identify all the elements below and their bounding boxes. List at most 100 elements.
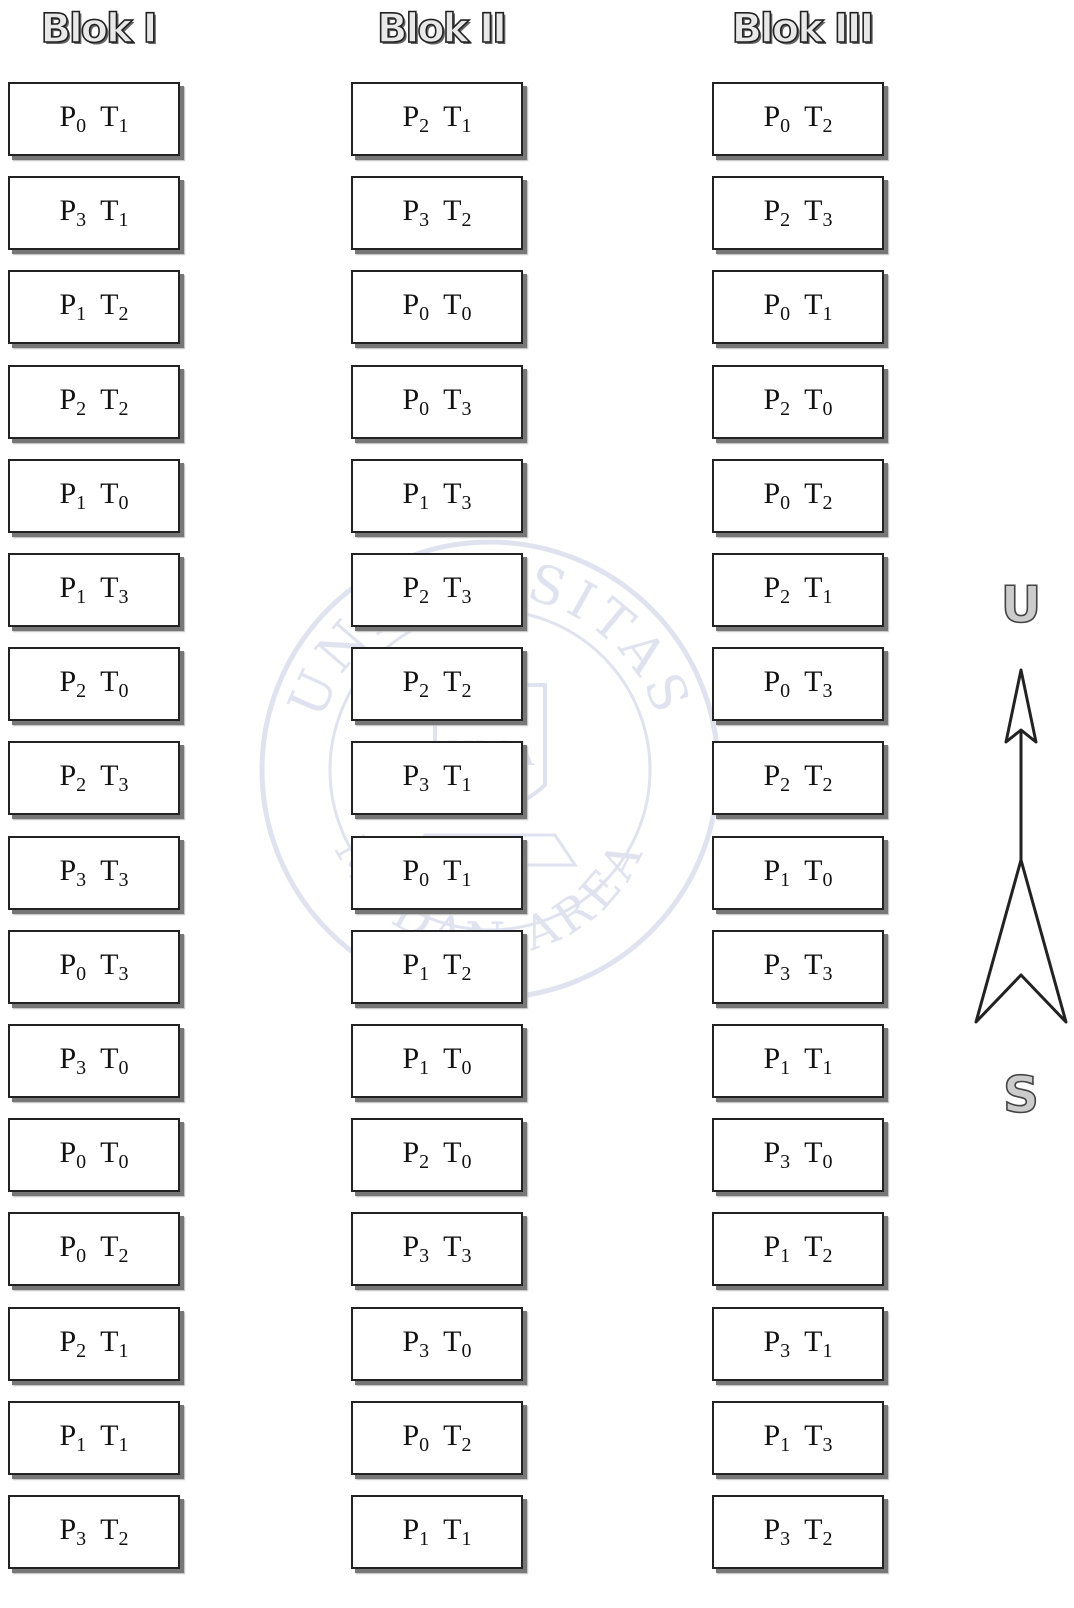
p-index: 1 xyxy=(76,303,87,325)
treatment-t-label: T3 xyxy=(443,571,472,608)
treatment-p-label: P3 xyxy=(763,1325,791,1362)
p-index: 2 xyxy=(780,586,791,608)
t-index: 0 xyxy=(118,680,129,702)
t-index: 3 xyxy=(118,963,129,985)
t-index: 3 xyxy=(822,1434,833,1456)
treatment-t-label: T0 xyxy=(100,1136,129,1173)
p-index: 2 xyxy=(780,774,791,796)
t-index: 2 xyxy=(461,209,472,231)
treatment-p-label: P0 xyxy=(59,948,87,985)
treatment-p-label: P3 xyxy=(59,854,87,891)
treatment-p-label: P2 xyxy=(59,665,87,702)
treatment-p-label: P3 xyxy=(59,1042,87,1079)
t-index: 0 xyxy=(461,1340,472,1362)
treatment-t-label: T3 xyxy=(443,1230,472,1267)
t-index: 3 xyxy=(118,774,129,796)
treatment-p-label: P3 xyxy=(59,194,87,231)
t-index: 2 xyxy=(461,1434,472,1456)
t-index: 1 xyxy=(461,1528,472,1550)
p-index: 3 xyxy=(780,963,791,985)
p-index: 1 xyxy=(419,492,430,514)
treatment-t-label: T0 xyxy=(100,665,129,702)
treatment-t-label: T2 xyxy=(804,477,833,514)
treatment-t-label: T1 xyxy=(804,571,833,608)
treatment-p-label: P0 xyxy=(402,383,430,420)
p-index: 2 xyxy=(76,1340,87,1362)
plot-cell: P3 T1 xyxy=(351,741,523,815)
p-index: 1 xyxy=(780,869,791,891)
p-index: 3 xyxy=(419,774,430,796)
treatment-p-label: P3 xyxy=(402,759,430,796)
treatment-p-label: P1 xyxy=(59,477,87,514)
t-index: 2 xyxy=(118,1528,129,1550)
plot-cell: P2 T0 xyxy=(8,647,180,721)
p-index: 2 xyxy=(419,680,430,702)
p-index: 0 xyxy=(419,869,430,891)
t-index: 1 xyxy=(461,869,472,891)
treatment-t-label: T2 xyxy=(100,1513,129,1550)
treatment-p-label: P0 xyxy=(402,288,430,325)
p-index: 2 xyxy=(780,209,791,231)
treatment-t-label: T1 xyxy=(100,1325,129,1362)
treatment-p-label: P2 xyxy=(763,571,791,608)
treatment-p-label: P3 xyxy=(763,948,791,985)
t-index: 2 xyxy=(118,398,129,420)
t-index: 3 xyxy=(118,586,129,608)
north-arrow: U S xyxy=(974,575,1068,1125)
t-index: 0 xyxy=(822,869,833,891)
t-index: 3 xyxy=(461,492,472,514)
p-index: 3 xyxy=(76,869,87,891)
treatment-t-label: T3 xyxy=(804,665,833,702)
treatment-t-label: T2 xyxy=(100,288,129,325)
p-index: 3 xyxy=(419,1245,430,1267)
treatment-t-label: T0 xyxy=(443,1325,472,1362)
treatment-p-label: P0 xyxy=(763,288,791,325)
treatment-p-label: P2 xyxy=(402,100,430,137)
treatment-t-label: T1 xyxy=(443,759,472,796)
treatment-p-label: P1 xyxy=(59,571,87,608)
treatment-p-label: P1 xyxy=(402,477,430,514)
p-index: 1 xyxy=(419,1057,430,1079)
t-index: 2 xyxy=(822,1528,833,1550)
p-index: 1 xyxy=(419,1528,430,1550)
t-index: 1 xyxy=(118,1340,129,1362)
p-index: 0 xyxy=(780,680,791,702)
treatment-t-label: T0 xyxy=(100,477,129,514)
treatment-p-label: P2 xyxy=(763,383,791,420)
treatment-p-label: P1 xyxy=(763,1230,791,1267)
treatment-p-label: P0 xyxy=(59,1136,87,1173)
treatment-t-label: T0 xyxy=(804,383,833,420)
treatment-t-label: T2 xyxy=(804,1513,833,1550)
t-index: 1 xyxy=(118,115,129,137)
t-index: 1 xyxy=(461,115,472,137)
treatment-t-label: T1 xyxy=(443,1513,472,1550)
p-index: 0 xyxy=(76,115,87,137)
treatment-t-label: T3 xyxy=(804,948,833,985)
treatment-t-label: T0 xyxy=(443,1136,472,1173)
treatment-p-label: P2 xyxy=(402,665,430,702)
plot-cell: P3 T3 xyxy=(712,930,884,1004)
t-index: 1 xyxy=(822,586,833,608)
block-title: Blok I xyxy=(40,5,159,53)
t-index: 3 xyxy=(118,869,129,891)
treatment-p-label: P2 xyxy=(59,759,87,796)
treatment-p-label: P3 xyxy=(402,194,430,231)
